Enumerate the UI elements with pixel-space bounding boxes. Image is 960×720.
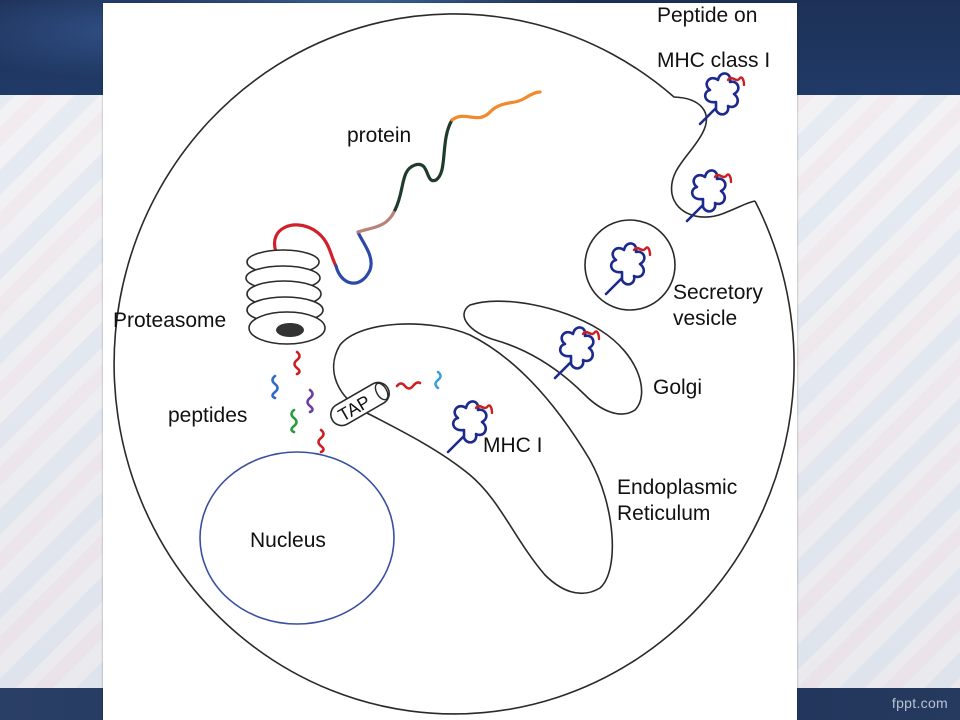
label-peptide-on: Peptide on [657, 4, 757, 27]
mhc-heavy-chain [553, 326, 595, 380]
label-proteasome: Proteasome [113, 309, 226, 332]
label-reticulum: Reticulum [617, 502, 710, 525]
label-nucleus: Nucleus [250, 529, 326, 552]
mhc-molecule-golgi [553, 326, 601, 380]
label-vesicle: vesicle [673, 307, 737, 330]
peptide-purple [306, 388, 314, 414]
label-peptides: peptides [168, 404, 247, 427]
mhc-bound-peptide [713, 173, 733, 184]
protein-segment-orange [450, 90, 542, 122]
mhc-molecule-surface-lower [685, 169, 733, 223]
protein-chain [272, 90, 542, 285]
mhc-bound-peptide [581, 330, 601, 341]
label-protein: protein [347, 124, 411, 147]
label-endoplasmic: Endoplasmic [617, 476, 737, 499]
tap-capsule [330, 381, 390, 427]
peptides-group [271, 350, 442, 454]
mhc-bound-peptide [474, 404, 494, 415]
label-secretory: Secretory [673, 281, 763, 304]
protein-segment-blue [334, 230, 373, 285]
mhc-bound-peptide [632, 246, 652, 257]
mhc-heavy-chain [698, 72, 740, 126]
footer-brand: fppt.com [891, 695, 948, 711]
mhc-molecule-surface-top [698, 72, 746, 126]
mhc-molecule-vesicle [604, 242, 652, 296]
mhc-molecule-er [446, 400, 494, 454]
peptide-light-blue-in-er [434, 370, 442, 390]
mhc-bound-peptide [726, 76, 746, 87]
proteasome-shape [245, 249, 326, 345]
proteasome-core [276, 323, 304, 337]
peptide-green [290, 408, 298, 434]
peptide-red [317, 428, 325, 454]
label-golgi: Golgi [653, 376, 702, 399]
peptide-blue [271, 374, 279, 400]
cell-membrane [113, 13, 795, 715]
label-mhc-i: MHC I [483, 434, 543, 457]
peptide-red-in-er [395, 381, 422, 390]
tap-channel-end [374, 382, 389, 401]
mhc-heavy-chain [685, 169, 727, 223]
golgi-shape [463, 300, 643, 415]
nucleus-shape [199, 451, 395, 625]
protein-segment-pink [356, 208, 397, 234]
endoplasmic-reticulum-shape [332, 323, 614, 595]
protein-segment-red [272, 223, 338, 268]
secretory-vesicle-shape [584, 219, 676, 311]
mhc-heavy-chain [446, 400, 488, 454]
label-mhc-class-i: MHC class I [657, 49, 770, 72]
protein-segment-green [393, 118, 454, 212]
mhc-heavy-chain [604, 242, 646, 296]
peptide-red [293, 350, 301, 376]
